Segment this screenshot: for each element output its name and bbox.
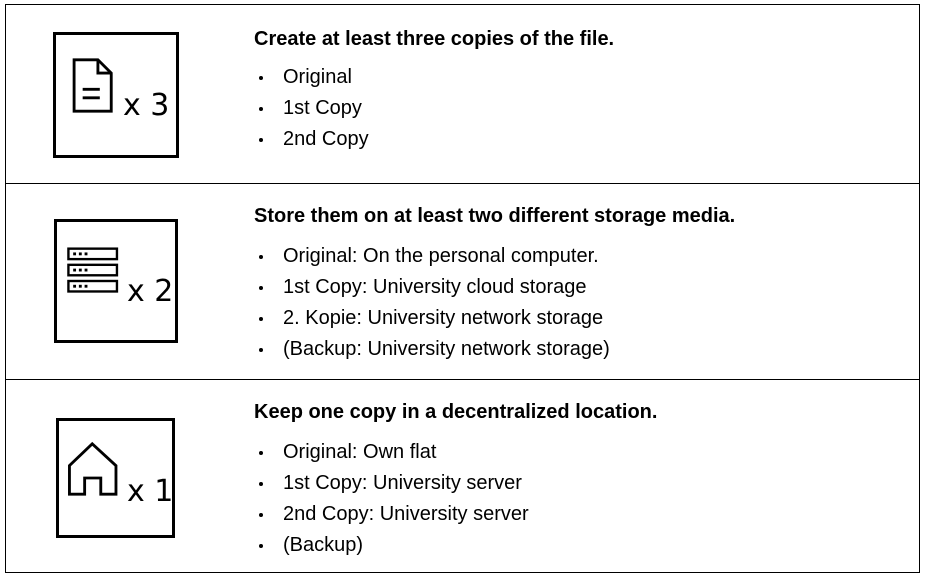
- server-stack-icon: [67, 247, 119, 293]
- list-item: Original: Own flat: [254, 437, 529, 468]
- multiplier-label: x 2: [127, 274, 174, 309]
- bullet-list: Original: On the personal computer. 1st …: [254, 241, 610, 365]
- row-two-media: x 2 Store them on at least two different…: [6, 184, 919, 380]
- list-item: Original: On the personal computer.: [254, 241, 610, 272]
- house-icon: [68, 441, 118, 496]
- multiplier-label: x 1: [127, 474, 174, 509]
- list-item: (Backup: University network storage): [254, 334, 610, 365]
- media-icon-box: x 2: [54, 219, 178, 343]
- row-heading: Keep one copy in a decentralized locatio…: [254, 401, 658, 423]
- bullet-icon: [259, 317, 263, 321]
- bullet-icon: [259, 76, 263, 80]
- bullet-icon: [259, 107, 263, 111]
- row-heading: Create at least three copies of the file…: [254, 28, 615, 50]
- list-item: (Backup): [254, 530, 529, 561]
- bullet-icon: [259, 286, 263, 290]
- copies-icon-box: x 3: [53, 32, 179, 158]
- row-one-offsite: x 1 Keep one copy in a decentralized loc…: [6, 380, 919, 572]
- list-item: 2nd Copy: [254, 124, 369, 155]
- list-item: 1st Copy: University cloud storage: [254, 272, 610, 303]
- bullet-icon: [259, 544, 263, 548]
- row-three-copies: x 3 Create at least three copies of the …: [6, 5, 919, 184]
- list-item: Original: [254, 62, 369, 93]
- location-icon-box: x 1: [56, 418, 175, 538]
- backup-rule-table: x 3 Create at least three copies of the …: [5, 4, 920, 573]
- bullet-list: Original: Own flat 1st Copy: University …: [254, 437, 529, 561]
- list-item: 1st Copy: University server: [254, 468, 529, 499]
- bullet-icon: [259, 348, 263, 352]
- bullet-list: Original 1st Copy 2nd Copy: [254, 62, 369, 155]
- list-item: 2. Kopie: University network storage: [254, 303, 610, 334]
- bullet-icon: [259, 482, 263, 486]
- list-item: 1st Copy: [254, 93, 369, 124]
- bullet-icon: [259, 451, 263, 455]
- bullet-icon: [259, 255, 263, 259]
- row-heading: Store them on at least two different sto…: [254, 205, 736, 227]
- document-icon: [72, 58, 113, 113]
- bullet-icon: [259, 138, 263, 142]
- bullet-icon: [259, 513, 263, 517]
- multiplier-label: x 3: [123, 88, 170, 123]
- list-item: 2nd Copy: University server: [254, 499, 529, 530]
